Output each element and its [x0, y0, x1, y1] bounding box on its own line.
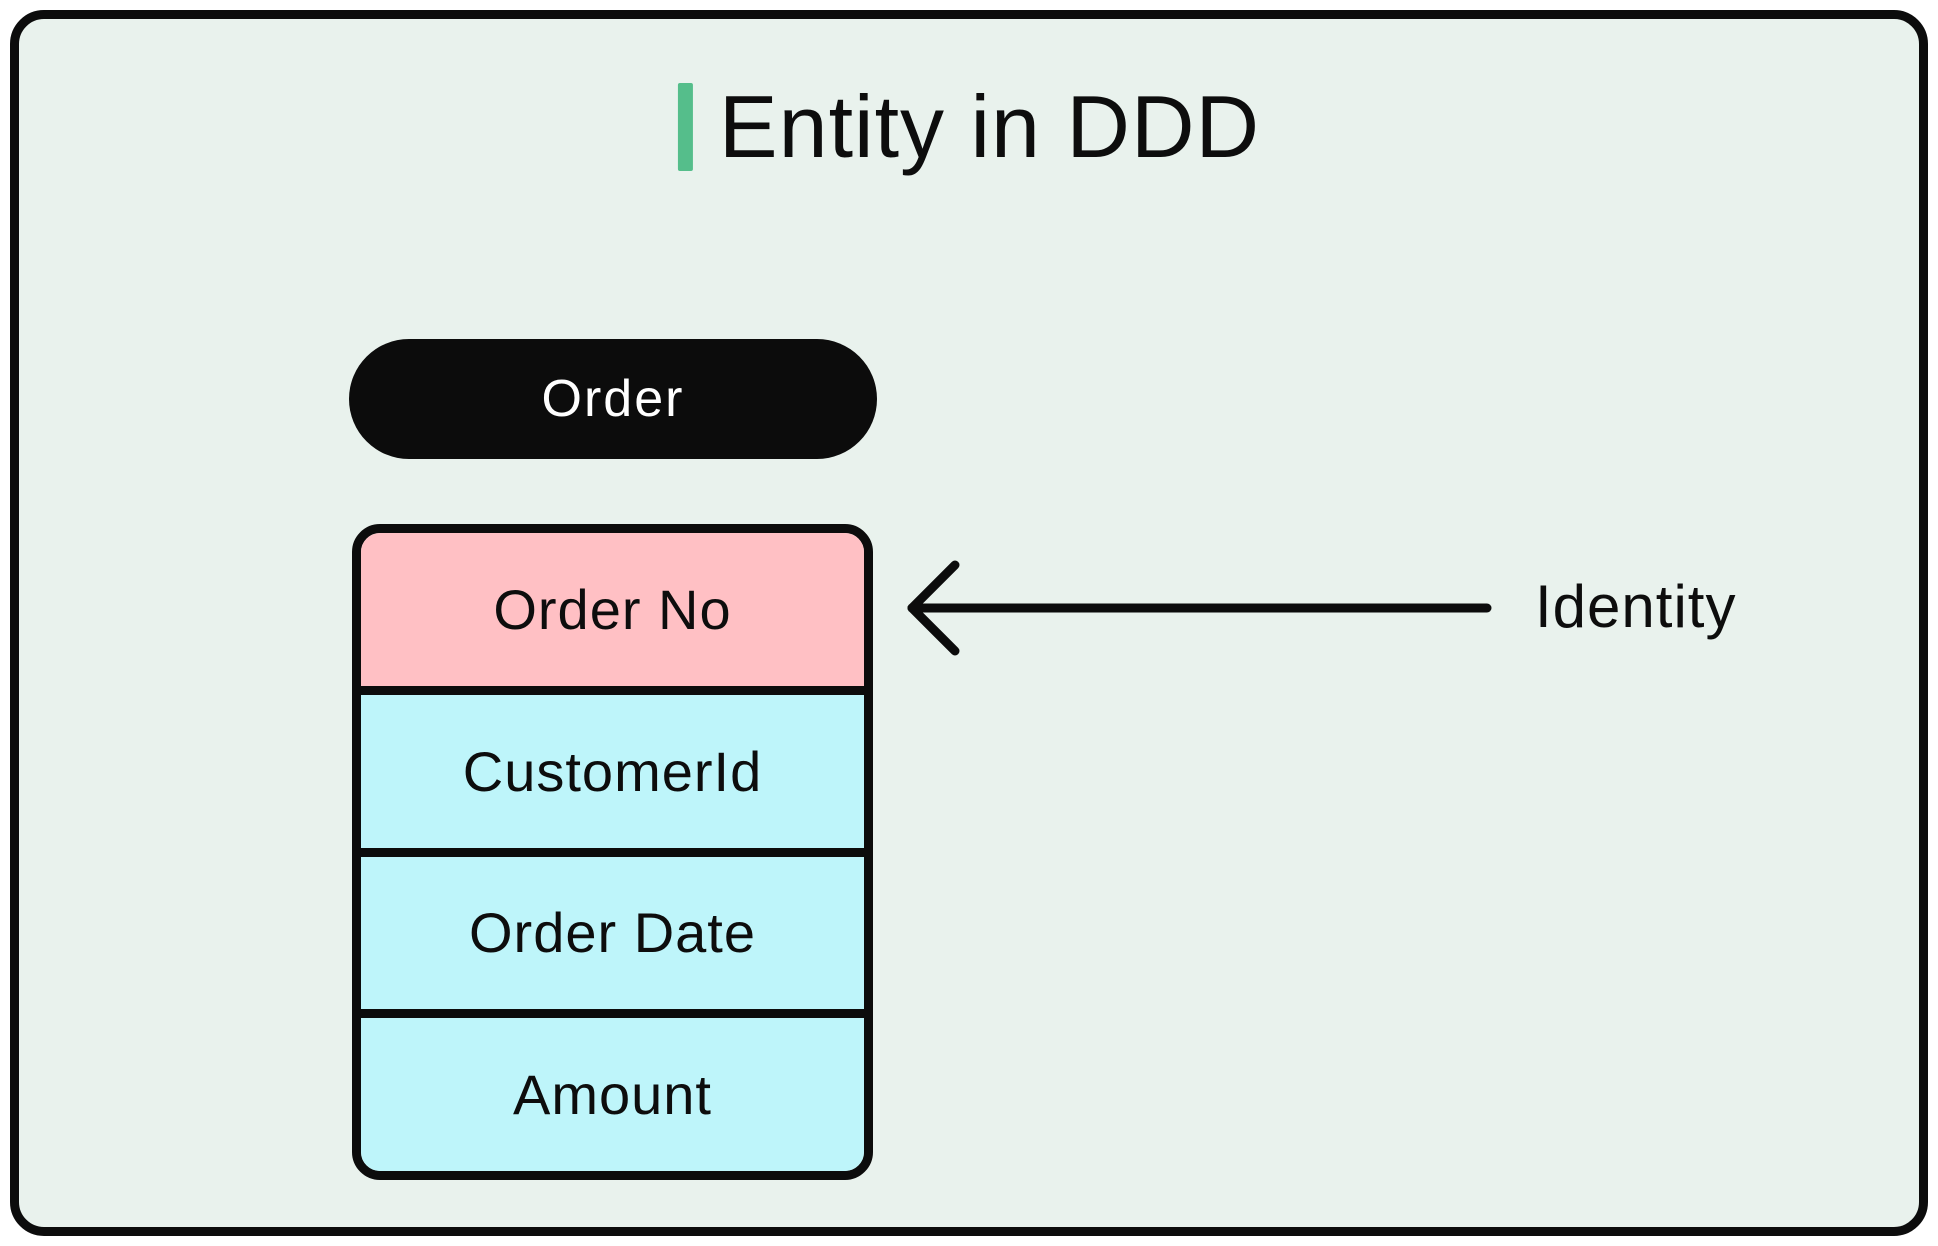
- attribute-label-customer-id: CustomerId: [462, 739, 763, 803]
- attribute-label-order-date: Order Date: [469, 901, 756, 965]
- attribute-label-amount: Amount: [513, 1063, 712, 1127]
- title-accent-bar: [677, 83, 693, 171]
- attribute-label-order-no: Order No: [493, 577, 732, 641]
- diagram-title-block: Entity in DDD: [677, 77, 1261, 176]
- attribute-row: Amount: [361, 1018, 864, 1171]
- identity-arrow-icon: [907, 560, 1492, 656]
- attribute-row-identity: Order No: [361, 533, 864, 695]
- page-title: Entity in DDD: [718, 77, 1261, 176]
- entity-name-pill: Order: [349, 339, 877, 459]
- diagram-frame: Entity in DDD Order Order No CustomerId …: [10, 10, 1928, 1236]
- entity-name-label: Order: [541, 370, 685, 428]
- attribute-row: Order Date: [361, 856, 864, 1019]
- identity-annotation-label: Identity: [1535, 573, 1737, 640]
- attribute-row: CustomerId: [361, 694, 864, 857]
- entity-attributes-table: Order No CustomerId Order Date Amount: [352, 524, 873, 1180]
